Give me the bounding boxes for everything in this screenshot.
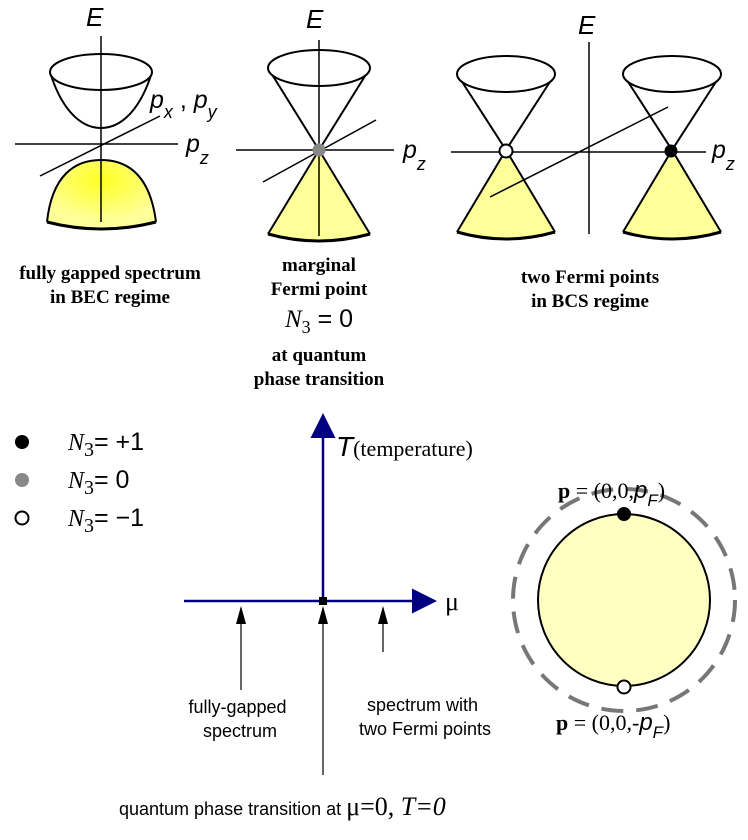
pz-label: pz — [711, 136, 735, 174]
marginal-fermi-point — [312, 143, 326, 157]
transition-label: quantum phase transition at μ=0, T=0 — [119, 792, 446, 821]
panel-marginal-fermi-point: E pz — [236, 4, 426, 243]
pz-label: pz — [402, 136, 426, 174]
caption-marginal: marginal Fermi point N3 = 0 at quantum p… — [244, 254, 394, 392]
caption-two-fermi-points: two Fermi points in BCS regime — [470, 266, 710, 314]
legend-marker-zero — [15, 473, 29, 487]
caption-marginal-line4: phase transition — [253, 369, 385, 390]
fermi-sphere: p = (0,0,pF) p = (0,0,-pF) — [511, 477, 737, 742]
legend-item-negative: N3= −1 — [67, 504, 144, 537]
caption-marginal-line2: Fermi point — [270, 279, 368, 300]
pxy-label: px , py — [149, 86, 218, 122]
fermi-surface-dashed — [511, 487, 737, 713]
top-point-label: p = (0,0,pF) — [558, 477, 665, 510]
legend-item-positive: N3= +1 — [67, 428, 144, 461]
right-cone-rim — [622, 55, 722, 93]
pxy-axis — [489, 106, 669, 198]
caption-gapped-line2: in BEC regime — [50, 287, 170, 308]
fermi-point-bottom — [616, 679, 632, 695]
bottom-point-label: p = (0,0,-pF) — [556, 709, 670, 742]
legend-item-zero: N3= 0 — [67, 466, 129, 499]
fermi-point-top — [617, 507, 631, 521]
caption-two-fermi-line2: in BCS regime — [531, 291, 649, 312]
annotation-fermi: spectrum with two Fermi points — [359, 695, 491, 739]
pxy-axis — [39, 115, 161, 177]
mu-axis-label: μ — [445, 587, 459, 616]
legend-marker-positive — [15, 435, 29, 449]
caption-gapped: fully gapped spectrum in BEC regime — [0, 262, 220, 310]
legend-marker-negative — [14, 510, 30, 526]
panel-gapped-spectrum: E px , py pz — [15, 2, 218, 231]
phase-diagram: T(temperature) μ fully-gapped spectrum s… — [119, 413, 491, 821]
annotation-gapped: fully-gapped spectrum — [188, 697, 291, 741]
caption-marginal-line3: at quantum — [271, 345, 367, 366]
pz-label: pz — [185, 130, 209, 168]
energy-label: E — [578, 10, 596, 40]
caption-two-fermi-line1: two Fermi points — [520, 267, 660, 288]
critical-point — [319, 597, 327, 605]
caption-marginal-line1: marginal — [282, 255, 356, 276]
fermi-point-negative — [498, 143, 514, 159]
caption-gapped-line1: fully gapped spectrum — [19, 263, 201, 284]
left-cone-rim — [456, 55, 556, 93]
panel-two-fermi-points: E pz — [451, 10, 735, 241]
fermi-sphere-disk — [537, 513, 711, 687]
energy-label: E — [86, 2, 104, 32]
t-axis-label: T(temperature) — [336, 431, 473, 462]
legend: N3= +1 N3= 0 N3= −1 — [14, 428, 144, 537]
caption-marginal-invariant: N3 = 0 — [284, 305, 354, 337]
fermi-point-positive — [664, 144, 678, 158]
energy-label: E — [306, 4, 324, 34]
